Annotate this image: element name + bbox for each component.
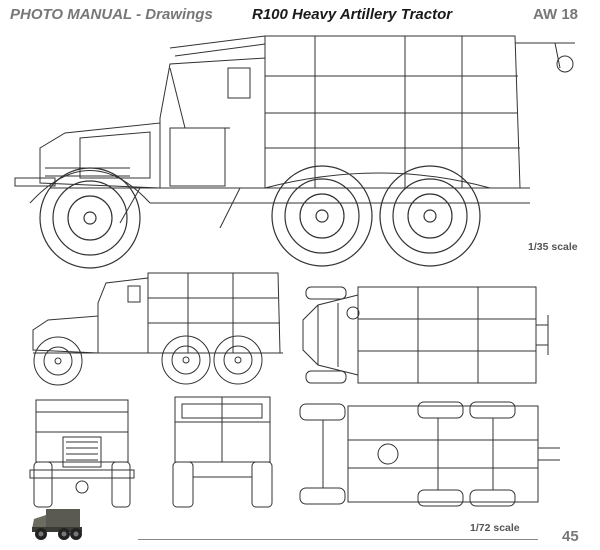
scale-label-small: 1/72 scale xyxy=(470,522,520,534)
page-number: 45 xyxy=(562,528,579,545)
header-section-title: PHOTO MANUAL - Drawings xyxy=(10,6,213,23)
rear-view-drawing xyxy=(170,392,275,510)
side-view-drawing-large xyxy=(10,28,595,273)
side-view-drawing-small xyxy=(28,268,286,388)
top-view-drawing xyxy=(298,285,578,385)
vehicle-thumbnail-photo xyxy=(32,509,82,540)
header-code: AW 18 xyxy=(533,6,579,23)
scale-label-main: 1/35 scale xyxy=(528,241,578,253)
front-view-drawing xyxy=(28,392,136,510)
underside-view-drawing xyxy=(298,400,578,508)
header-vehicle-title: R100 Heavy Artillery Tractor xyxy=(252,6,453,23)
footer-rule xyxy=(138,539,538,540)
